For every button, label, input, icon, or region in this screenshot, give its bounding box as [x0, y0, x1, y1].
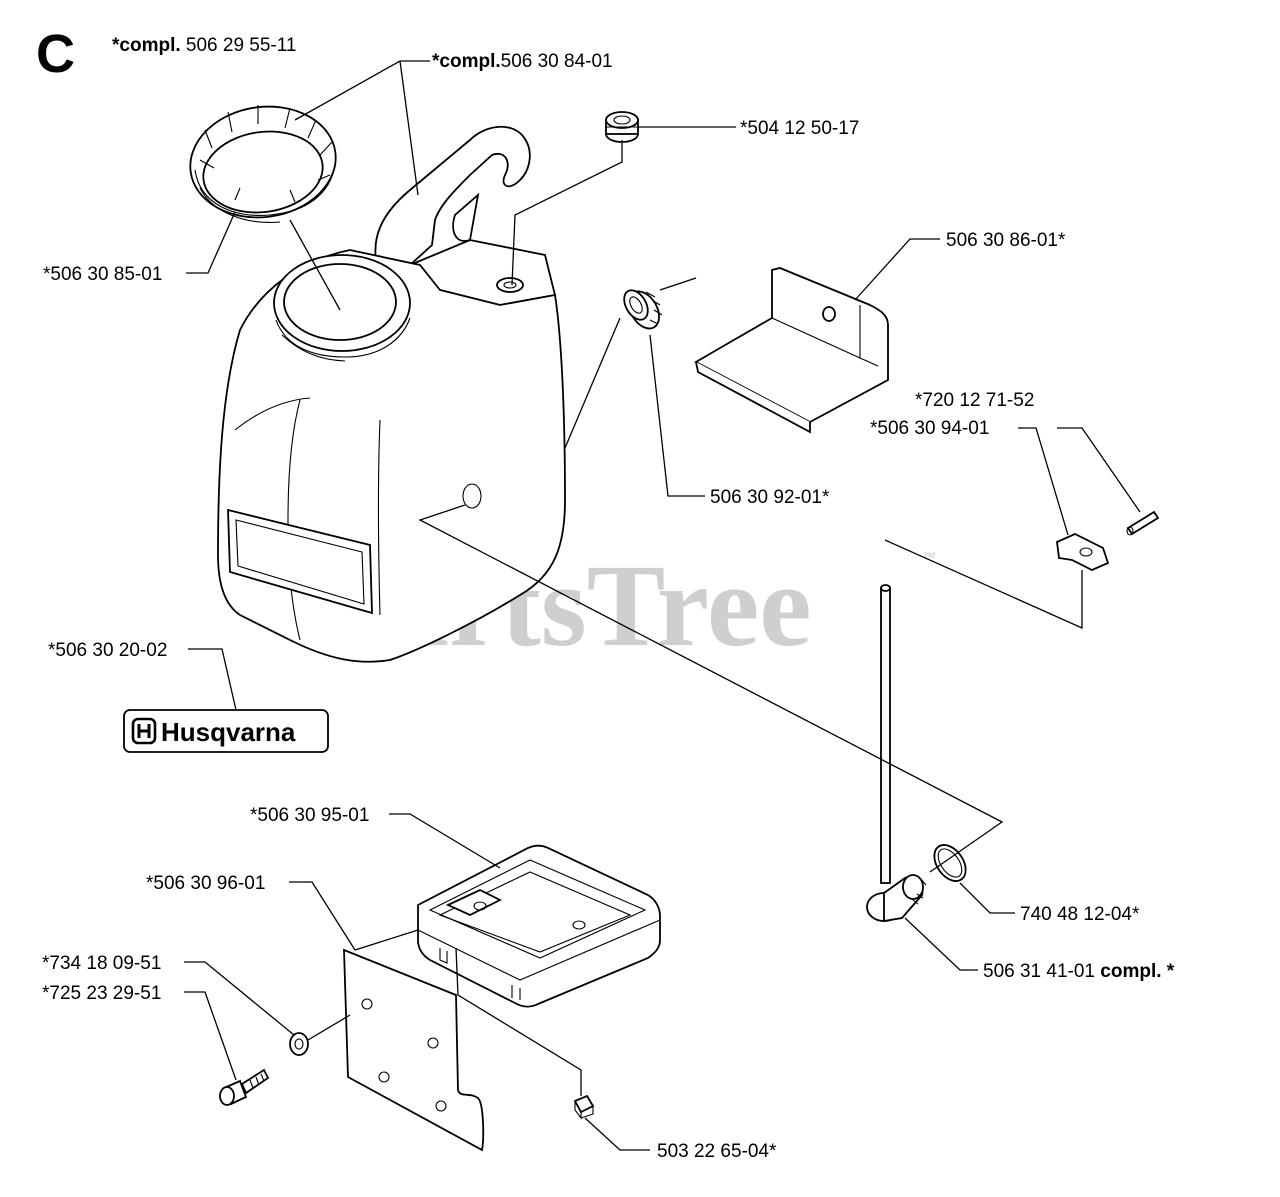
label-cap: *506 30 85-01	[43, 264, 162, 285]
label-decal: *506 30 20-02	[48, 640, 167, 661]
cover[interactable]	[417, 844, 661, 1008]
tank-nut[interactable]	[619, 286, 665, 334]
label-nut: 506 30 92-01*	[710, 487, 830, 508]
label-screw: *725 23 29-51	[42, 983, 161, 1004]
label-bracket: 506 30 86-01*	[946, 230, 1066, 251]
label-pin: *720 12 71-52	[915, 390, 1034, 411]
mounting-plate[interactable]	[343, 948, 485, 1152]
label-grommet: *504 12 50-17	[740, 118, 859, 139]
o-ring[interactable]	[928, 839, 972, 887]
pin[interactable]	[1126, 510, 1160, 536]
pickup-tube[interactable]	[866, 584, 927, 923]
leader-lines	[184, 60, 1141, 1151]
square-nut[interactable]	[573, 1094, 595, 1120]
label-tank-compl: *compl. 506 29 55-11	[112, 35, 296, 56]
bracket[interactable]	[694, 267, 889, 434]
washer[interactable]	[289, 1032, 309, 1056]
screw[interactable]	[219, 1068, 270, 1106]
clip[interactable]	[1056, 533, 1110, 571]
fuel-tank[interactable]	[217, 125, 566, 663]
label-cover: *506 30 95-01	[250, 805, 369, 826]
husqvarna-logo-icon	[131, 717, 157, 745]
label-cap-compl: *compl.506 30 84-01	[432, 51, 613, 72]
label-clip: *506 30 94-01	[870, 418, 989, 439]
label-oring: 740 48 12-04*	[1020, 904, 1140, 925]
section-letter: C	[36, 24, 75, 84]
label-pickup: 506 31 41-01 compl. *	[983, 961, 1175, 982]
husqvarna-decal[interactable]: Husqvarna	[123, 709, 329, 753]
label-washer: *734 18 09-51	[42, 953, 161, 974]
grommet[interactable]	[605, 111, 639, 143]
tank-cap[interactable]	[183, 97, 343, 226]
label-square-nut: 503 22 65-04*	[657, 1141, 777, 1162]
decal-text: Husqvarna	[161, 717, 296, 747]
label-plate: *506 30 96-01	[146, 873, 265, 894]
